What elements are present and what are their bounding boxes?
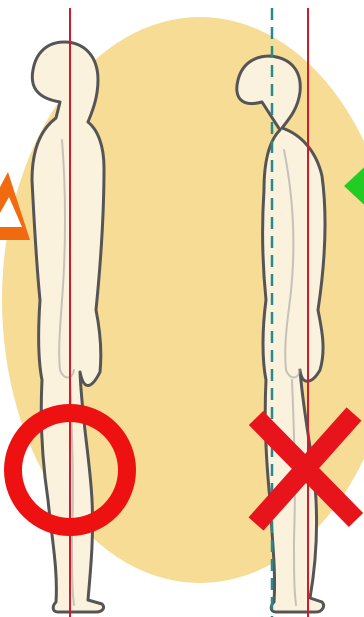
posture-diagram [0,0,364,617]
